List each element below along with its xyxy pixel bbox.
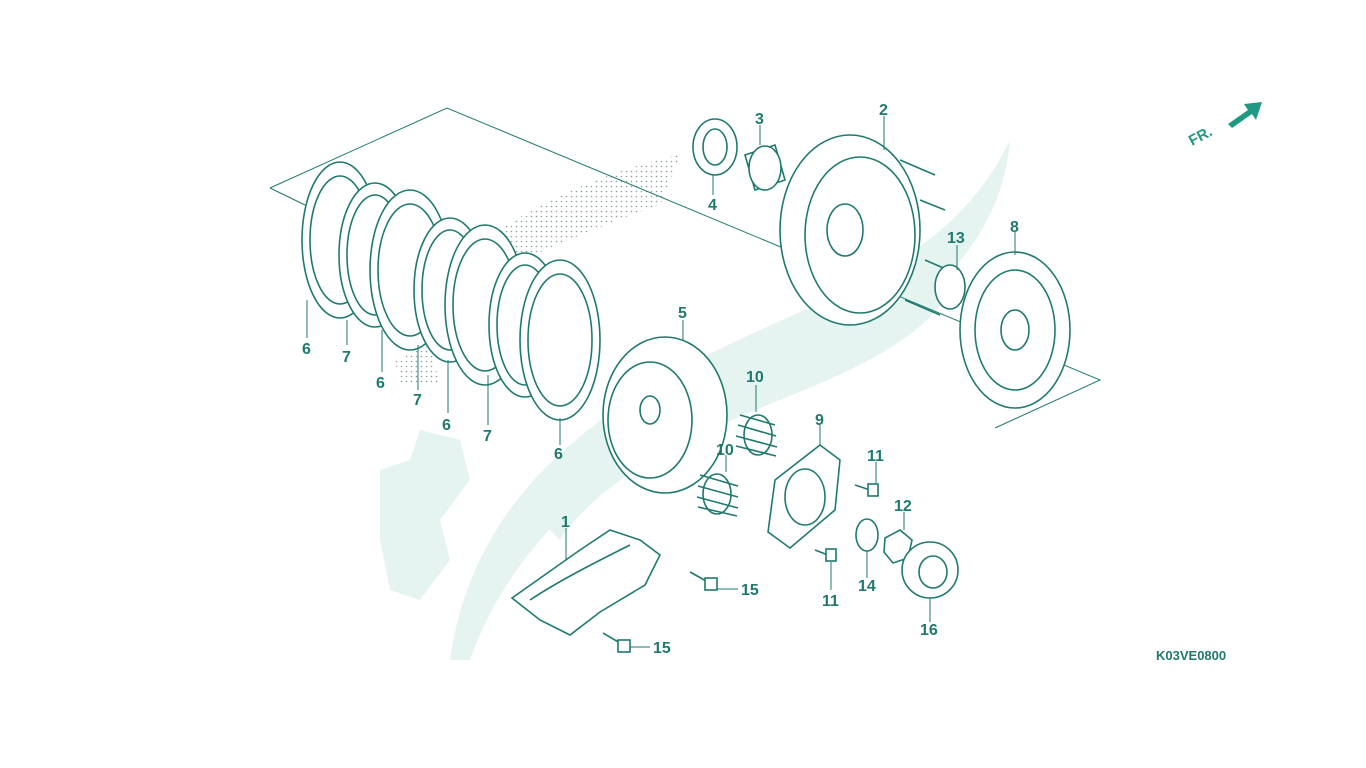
callout-2: 2 (879, 102, 888, 119)
callout-14: 14 (858, 578, 876, 595)
collar-part-4 (692, 118, 738, 176)
front-label: FR. (1186, 123, 1215, 149)
front-arrow-icon (1228, 102, 1262, 128)
callout-4: 4 (708, 197, 717, 214)
callout-13: 13 (947, 230, 965, 247)
callout-15-b: 15 (653, 640, 671, 657)
spring-part-10-lower (696, 473, 739, 517)
callout-7-c: 7 (483, 428, 492, 445)
clutch-plates (301, 161, 601, 421)
callout-1: 1 (561, 514, 570, 531)
bolt-part-11-lower (814, 548, 837, 562)
callout-7-a: 7 (342, 349, 351, 366)
pressure-plate-part-8 (959, 251, 1071, 409)
bearing-part-16 (901, 541, 959, 599)
leader-lines (306, 116, 1016, 648)
callout-6-c: 6 (442, 417, 451, 434)
bolt-part-15-lower (602, 632, 631, 653)
clutch-housing-part-2 (779, 134, 949, 326)
front-direction-indicator: FR. (1186, 102, 1262, 150)
drawing-code: K03VE0800 (1156, 648, 1226, 663)
callout-labels: 6 7 6 7 6 7 6 5 4 3 2 13 8 10 10 9 11 12… (302, 102, 1019, 657)
callout-5: 5 (678, 305, 687, 322)
bolt-part-11-upper (854, 483, 879, 497)
callout-11-b: 11 (822, 593, 839, 610)
callout-15-a: 15 (741, 582, 759, 599)
callout-6-a: 6 (302, 341, 311, 358)
lifter-plate-part-9 (767, 443, 841, 550)
callout-11-a: 11 (867, 448, 884, 465)
callout-6-d: 6 (554, 446, 563, 463)
reference-plane (269, 107, 1102, 429)
callout-8: 8 (1010, 219, 1019, 236)
cover-part-1 (510, 529, 662, 636)
callout-7-b: 7 (413, 392, 422, 409)
callout-6-b: 6 (376, 375, 385, 392)
callout-3: 3 (755, 111, 764, 128)
callout-10-b: 10 (716, 442, 734, 459)
clutch-center-part-5 (602, 336, 728, 494)
spring-part-10-upper (735, 414, 778, 457)
washer-part-13 (934, 264, 966, 310)
callout-10-a: 10 (746, 369, 764, 386)
bolt-part-15-upper (689, 571, 718, 591)
callout-12: 12 (894, 498, 912, 515)
washer-part-14 (855, 518, 879, 552)
callout-16: 16 (920, 622, 938, 639)
bushing-part-3 (744, 143, 786, 192)
callout-9: 9 (815, 412, 824, 429)
